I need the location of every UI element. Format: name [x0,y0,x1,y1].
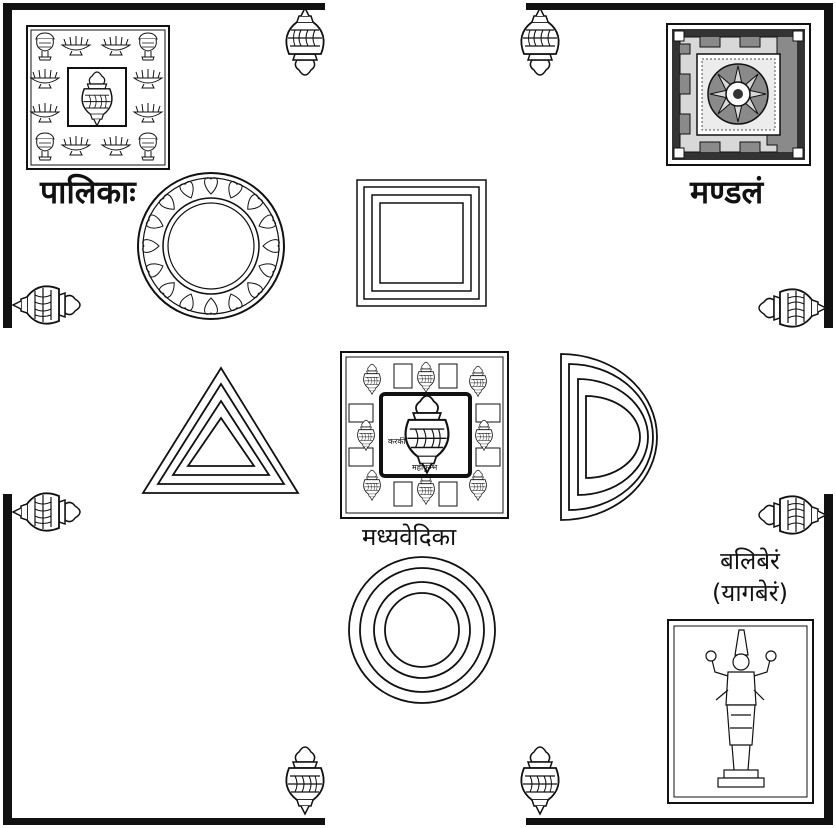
kalasha-pot-icon [13,493,80,530]
bali-beram-panel [668,620,813,803]
kalasha-pot-icon [759,289,826,326]
bali-beram-title: बलिबेरं [690,545,810,577]
corner-border-bottom-left [3,494,325,825]
kalasha-pot-icon [286,747,323,814]
maha-kumbha-label: महाकुम्भ [412,463,438,473]
palika-label: पालिकाः [40,170,136,213]
square-vedika [357,180,486,306]
yaga-beram-title: (यागबेरं) [690,577,810,609]
madhya-vedika-panel: करकी महाकुम्भ [341,352,508,518]
kalasha-pot-icon [13,286,80,323]
concentric-circle-vedika [349,557,495,703]
mandala-panel [667,24,810,165]
kalasha-pot-icon [759,496,826,533]
mandala-label: मण्डलं [690,170,763,213]
madhya-vedika-label: मध्यवेदिका [362,520,456,553]
triangular-vedika [143,368,298,493]
kalasha-pot-icon [521,8,558,75]
palika-panel [27,26,169,169]
karaki-label: करकी [388,436,407,446]
bali-beram-label: बलिबेरं (यागबेरं) [690,545,810,610]
kalasha-pot-icon [286,8,323,75]
circular-vedika-petal-border [138,173,284,319]
kalasha-pot-icon [521,747,558,814]
half-moon-vedika [561,354,657,520]
